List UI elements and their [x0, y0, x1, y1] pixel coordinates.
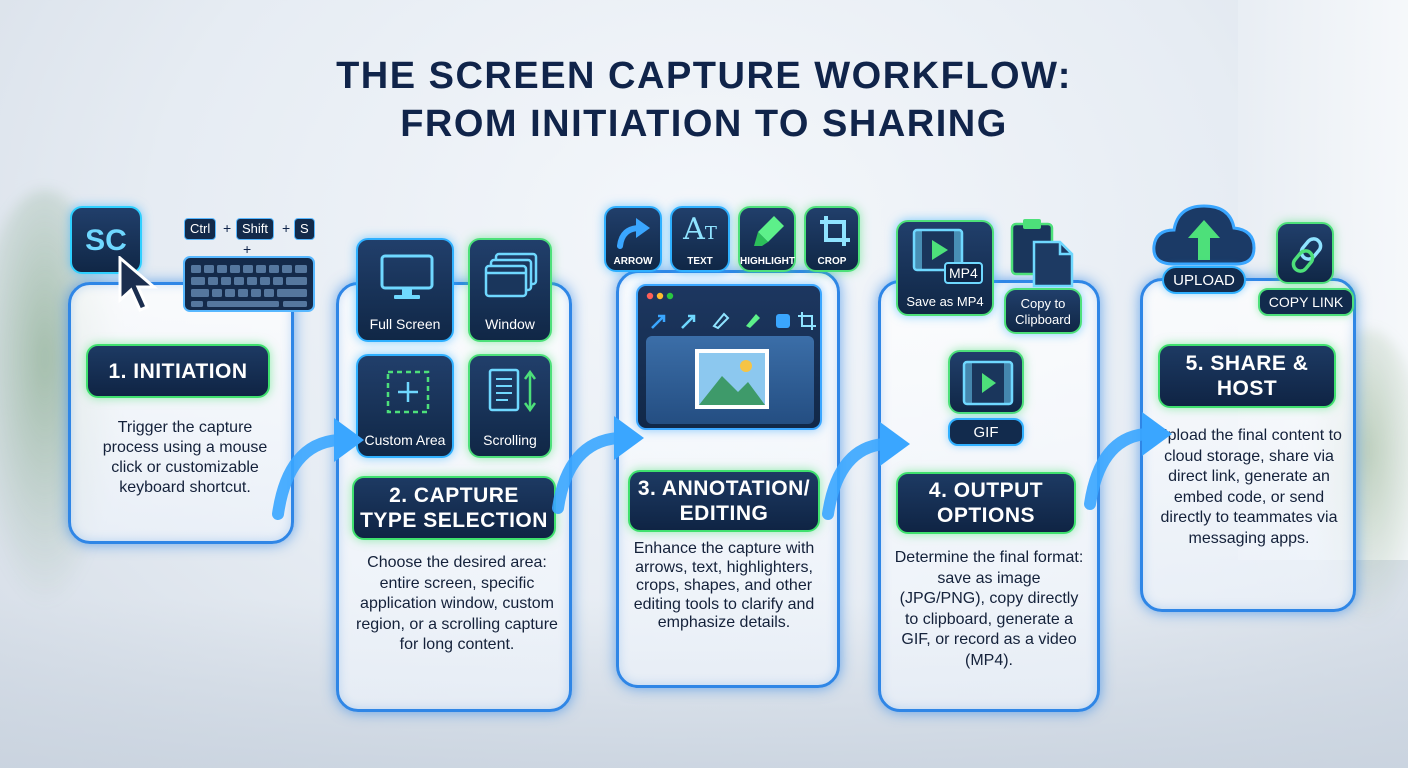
- page-title: THE SCREEN CAPTURE WORKFLOW: FROM INITIA…: [0, 52, 1408, 148]
- flow-arrow-2-to-3: [548, 408, 648, 518]
- flow-arrow-4-to-5: [1080, 404, 1176, 514]
- ctrl-key: Ctrl: [184, 218, 217, 240]
- editor-canvas: [646, 336, 814, 424]
- custom-area-icon: [384, 368, 432, 416]
- keyboard-icon: [183, 256, 315, 312]
- scrolling-label: Scrolling: [483, 432, 537, 448]
- plus-sign-2: +: [282, 220, 291, 236]
- plus-sign-1: +: [223, 220, 232, 236]
- clipboard-icon: [1010, 218, 1078, 288]
- step-4-heading-line-1: 4. OUTPUT: [928, 479, 1044, 502]
- upload-button[interactable]: UPLOAD: [1162, 266, 1246, 294]
- title-line-1: THE SCREEN CAPTURE WORKFLOW:: [336, 55, 1072, 97]
- step-3-heading-line-2: EDITING: [679, 502, 769, 525]
- cloud-upload-icon: [1150, 198, 1258, 274]
- text-tool-icon: AT: [683, 212, 717, 247]
- step-3-heading: 3. ANNOTATION/ EDITING: [628, 470, 820, 532]
- editor-toolbar: [650, 310, 816, 330]
- title-line-2: FROM INITIATION TO SHARING: [400, 103, 1008, 145]
- highlighter-icon: [754, 214, 786, 250]
- step-2-description: Choose the desired area: entire screen, …: [356, 554, 558, 653]
- video-file-icon: [912, 228, 982, 284]
- custom-area-option[interactable]: Custom Area: [356, 354, 454, 458]
- step-5-description: Upload the final content to cloud storag…: [1156, 427, 1342, 547]
- step-3-heading-line-1: 3. ANNOTATION/: [637, 477, 811, 500]
- full-screen-label: Full Screen: [369, 316, 441, 332]
- copy-link-icon-tile: [1276, 222, 1334, 284]
- mouse-cursor-icon: [116, 256, 162, 314]
- window-option[interactable]: Window: [468, 238, 552, 342]
- text-tool[interactable]: AT TEXT: [670, 206, 730, 272]
- flow-arrow-1-to-2: [268, 404, 368, 524]
- highlight-tool[interactable]: HIGHLIGHT: [738, 206, 796, 272]
- step-4-heading: 4. OUTPUT OPTIONS: [896, 472, 1076, 534]
- full-screen-option[interactable]: Full Screen: [356, 238, 454, 342]
- text-tool-label: TEXT: [687, 256, 713, 267]
- gif-icon-tile: [948, 350, 1024, 414]
- scrolling-option[interactable]: Scrolling: [468, 354, 552, 458]
- window-controls: [646, 292, 682, 300]
- highlight-tool-label: HIGHLIGHT: [740, 256, 795, 267]
- arrow-tool[interactable]: ARROW: [604, 206, 662, 272]
- step-1-description: Trigger the capture process using a mous…: [102, 419, 268, 496]
- sc-app-icon-text: SC: [85, 224, 127, 257]
- step-3-description: Enhance the capture with arrows, text, h…: [633, 540, 815, 631]
- save-as-mp4-option[interactable]: MP4 Save as MP4: [896, 220, 994, 316]
- step-4-description: Determine the final format: save as imag…: [894, 549, 1084, 669]
- sc-app-icon[interactable]: SC: [70, 206, 142, 274]
- copy-to-clipboard-option[interactable]: Copy to Clipboard: [1004, 288, 1082, 334]
- step-2-heading-line-1: 2. CAPTURE: [389, 484, 519, 507]
- step-4-heading-line-2: OPTIONS: [936, 504, 1035, 527]
- step-5-heading-line-1: 5. SHARE &: [1185, 352, 1309, 375]
- image-placeholder-icon: [694, 348, 770, 410]
- copy-to-clipboard-label: Copy to Clipboard: [1015, 296, 1071, 327]
- scrolling-icon: [486, 366, 538, 418]
- save-as-mp4-label: Save as MP4: [906, 294, 984, 309]
- gif-film-icon: [962, 360, 1014, 406]
- step-5-heading: 5. SHARE & HOST: [1158, 344, 1336, 408]
- copy-link-button[interactable]: COPY LINK: [1258, 288, 1354, 316]
- step-5-panel: [1140, 278, 1356, 612]
- step-1-panel: [68, 282, 294, 544]
- window-label: Window: [485, 316, 535, 332]
- editor-window: [636, 284, 822, 430]
- mp4-badge: MP4: [944, 262, 983, 284]
- crop-icon: [818, 214, 852, 248]
- curved-arrow-icon: [616, 216, 654, 250]
- monitor-icon: [380, 254, 434, 302]
- shift-key: Shift: [236, 218, 275, 240]
- arrow-tool-label: ARROW: [613, 256, 653, 267]
- custom-area-label: Custom Area: [364, 432, 446, 448]
- step-2-heading-line-2: TYPE SELECTION: [360, 509, 548, 532]
- step-5-heading-line-2: HOST: [1216, 377, 1278, 400]
- flow-arrow-3-to-4: [818, 414, 914, 524]
- link-icon: [1289, 236, 1325, 274]
- crop-tool-label: CROP: [817, 256, 847, 267]
- step-2-heading: 2. CAPTURE TYPE SELECTION: [352, 476, 556, 540]
- s-key: S: [294, 218, 315, 240]
- step-1-heading: 1. INITIATION: [86, 344, 270, 398]
- gif-option[interactable]: GIF: [948, 418, 1024, 446]
- window-stack-icon: [484, 252, 540, 302]
- crop-tool[interactable]: CROP: [804, 206, 860, 272]
- plus-sign-3: +: [243, 241, 252, 257]
